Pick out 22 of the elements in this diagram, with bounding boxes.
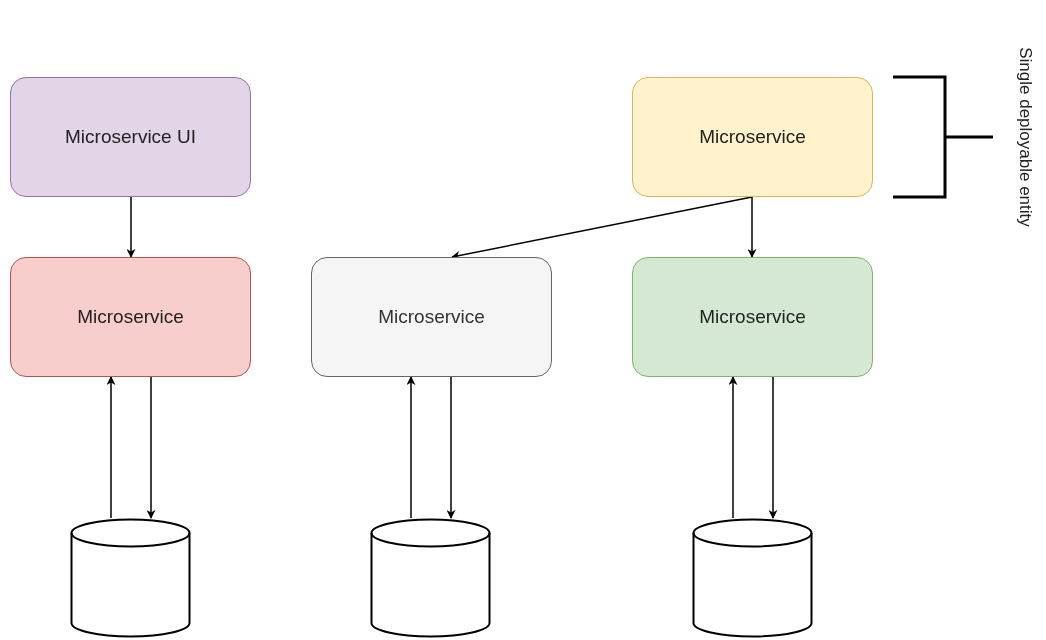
node-label: Microservice	[699, 126, 806, 148]
database-cylinder	[692, 518, 813, 638]
service-box	[632, 77, 873, 197]
database-cylinder	[370, 518, 491, 638]
arrow	[446, 376, 456, 519]
node-label: Microservice	[699, 306, 806, 328]
node-label: Microservice UI	[65, 126, 196, 148]
arrow	[728, 376, 738, 519]
arrow	[747, 196, 757, 258]
node-label: Microservice	[378, 306, 485, 328]
node-label: Microservice	[77, 306, 184, 328]
arrow	[126, 196, 136, 258]
service-box	[10, 257, 251, 377]
ui-service-box	[10, 77, 251, 197]
vertical-label: Single deployable entity	[1014, 47, 1035, 227]
arrow	[106, 376, 116, 519]
arrow	[768, 376, 778, 519]
arrow	[406, 376, 416, 519]
database-cylinder	[70, 518, 191, 638]
service-box	[632, 257, 873, 377]
service-box	[311, 257, 552, 377]
arrow	[146, 376, 156, 519]
